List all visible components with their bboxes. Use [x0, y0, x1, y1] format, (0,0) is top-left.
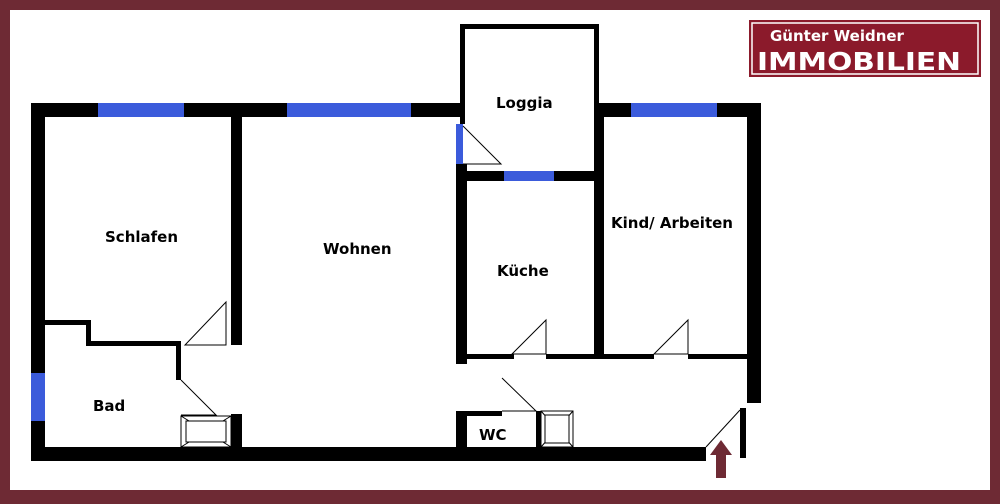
room-label-kueche: Küche — [497, 262, 549, 280]
room-label-loggia: Loggia — [496, 94, 553, 112]
door-entrance — [705, 409, 741, 448]
walls — [31, 24, 761, 461]
wall-bad-top-2 — [86, 341, 181, 346]
window-schlafen — [98, 103, 184, 117]
paper — [10, 10, 990, 490]
wall-top-3 — [411, 103, 463, 117]
wall-bad-wohnen — [231, 414, 242, 447]
door-schlafen — [183, 300, 227, 346]
shaft-wc-inner — [544, 414, 570, 444]
wall-kueche-bottom-2 — [546, 354, 604, 359]
wall-wohnen-kueche — [456, 164, 467, 364]
room-label-wohnen: Wohnen — [323, 240, 392, 258]
doors — [180, 125, 741, 448]
door-bad — [180, 379, 218, 416]
wall-right-upper — [747, 103, 761, 403]
wall-wc-top — [456, 411, 502, 416]
wall-kueche-bottom-1 — [467, 354, 514, 359]
wall-loggia-top — [460, 24, 598, 29]
window-kueche — [504, 171, 554, 181]
door-kind — [652, 318, 689, 355]
wall-kueche-kind — [594, 117, 604, 359]
window-wohnen — [287, 103, 411, 117]
wall-wc-right — [536, 411, 541, 447]
logo-line2: IMMOBILIEN — [757, 47, 961, 76]
wall-loggia-right — [594, 24, 599, 174]
logo-background — [749, 20, 981, 77]
company-logo: Günter Weidner IMMOBILIEN — [749, 20, 981, 77]
door-kueche — [510, 318, 547, 355]
wall-wohnen-wc — [456, 411, 467, 447]
wall-kind-bottom-1 — [604, 354, 654, 359]
wall-bad-top-step — [86, 320, 91, 346]
logo-line1: Günter Weidner — [770, 27, 905, 45]
wall-bad-top-1 — [45, 320, 90, 325]
wall-bad-right — [176, 346, 181, 380]
wall-right-door-jamb — [740, 408, 746, 458]
wall-top-1 — [31, 103, 98, 117]
wall-top-4 — [599, 103, 631, 117]
door-loggia — [462, 125, 503, 165]
wall-kind-bottom-2 — [688, 354, 747, 359]
shafts — [180, 410, 574, 448]
wall-bottom — [31, 447, 706, 461]
door-wc — [501, 377, 538, 412]
wall-loggia-left — [460, 24, 465, 124]
wall-kueche-top-1 — [460, 171, 504, 181]
shaft-bad-inner — [185, 420, 227, 443]
wall-top-2 — [184, 103, 287, 117]
room-label-schlafen: Schlafen — [105, 228, 178, 246]
windows — [31, 103, 717, 421]
room-label-kind: Kind/ Arbeiten — [611, 214, 733, 232]
wall-schlafen-wohnen — [231, 117, 242, 345]
room-labels: Schlafen Wohnen Loggia Küche Kind/ Arbei… — [93, 94, 733, 444]
wall-kueche-top-2 — [554, 171, 599, 181]
room-label-bad: Bad — [93, 397, 125, 415]
window-bad — [31, 373, 45, 421]
room-label-wc: WC — [479, 426, 507, 444]
entrance-arrow-icon — [710, 440, 732, 478]
window-kind — [631, 103, 717, 117]
window-loggia-side — [456, 124, 463, 164]
logo-border — [751, 22, 979, 75]
wall-left-upper — [31, 103, 45, 373]
